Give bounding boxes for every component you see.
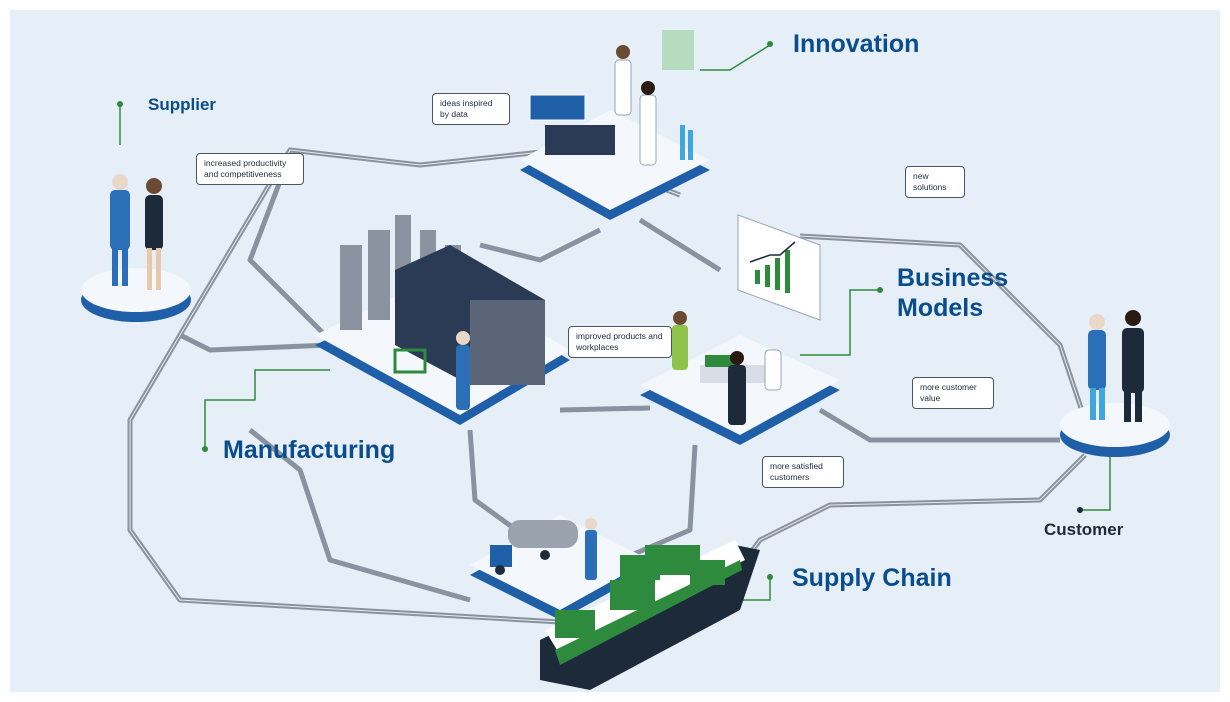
cargo-ship — [540, 540, 760, 690]
factory-worker — [456, 345, 470, 410]
business-person-3 — [764, 349, 782, 391]
supply-chain-platform — [470, 515, 760, 690]
manufacturing-pointer — [204, 369, 330, 448]
supply-pointer — [740, 578, 771, 601]
dock-worker — [585, 530, 597, 580]
scientist-1 — [614, 59, 632, 116]
manufacturing-label: Manufacturing — [223, 436, 396, 464]
business-person-2 — [728, 365, 746, 425]
supply-chain-label: Supply Chain — [792, 564, 952, 592]
manufacturing-platform — [315, 215, 570, 425]
innovation-pointer — [700, 44, 771, 71]
annotation-dots — [117, 41, 1083, 580]
customer-person-2 — [1122, 328, 1144, 393]
business-person-1 — [672, 325, 688, 370]
customer-label: Customer — [1044, 520, 1124, 539]
customer-dot — [1077, 507, 1083, 513]
innovation-platform — [520, 30, 710, 220]
business-pointer — [800, 289, 880, 356]
supplier-label: Supplier — [148, 95, 217, 114]
green-pipework — [393, 348, 427, 374]
inner-track-left — [178, 154, 332, 353]
customer-person-1 — [1088, 330, 1106, 390]
manufacturing-dot — [202, 446, 208, 452]
innovation-dot — [767, 41, 773, 47]
outer-track-highlight — [129, 149, 1086, 623]
ship-containers — [555, 545, 725, 638]
business-models-text: Business Models — [897, 264, 1009, 322]
data-tracks-highlight — [129, 149, 1086, 623]
callout-ideas: ideas inspired by data — [432, 93, 510, 125]
callout-customer-value: more customer value — [912, 377, 994, 409]
inner-track-right — [479, 217, 1060, 443]
tank-truck — [490, 520, 578, 575]
callout-satisfied-customers: more satisfied customers — [762, 456, 844, 488]
supplier-platform — [81, 174, 191, 322]
business-platform — [640, 214, 840, 445]
chart-billboard — [737, 214, 821, 321]
data-hologram — [662, 30, 694, 70]
scientist-2 — [639, 94, 657, 166]
customer-platform — [1060, 310, 1170, 457]
supplier-person-1 — [110, 190, 130, 250]
supply-dot — [767, 574, 773, 580]
customer-pointer — [1080, 455, 1111, 511]
innovation-label: Innovation — [793, 30, 920, 58]
supplier-person-2 — [145, 195, 163, 250]
business-dot — [877, 287, 883, 293]
callout-improved-products: improved products and workplaces — [568, 326, 672, 358]
inner-track-lower — [248, 428, 471, 603]
callout-new-solutions: new solutions — [905, 166, 965, 198]
annotation-lines — [119, 44, 1111, 601]
callout-productivity: increased productivity and competitivene… — [196, 153, 304, 185]
lab-bench — [545, 125, 615, 155]
supplier-dot — [117, 101, 123, 107]
business-models-label: Business Models — [897, 263, 1017, 323]
lab-monitors — [529, 94, 586, 121]
